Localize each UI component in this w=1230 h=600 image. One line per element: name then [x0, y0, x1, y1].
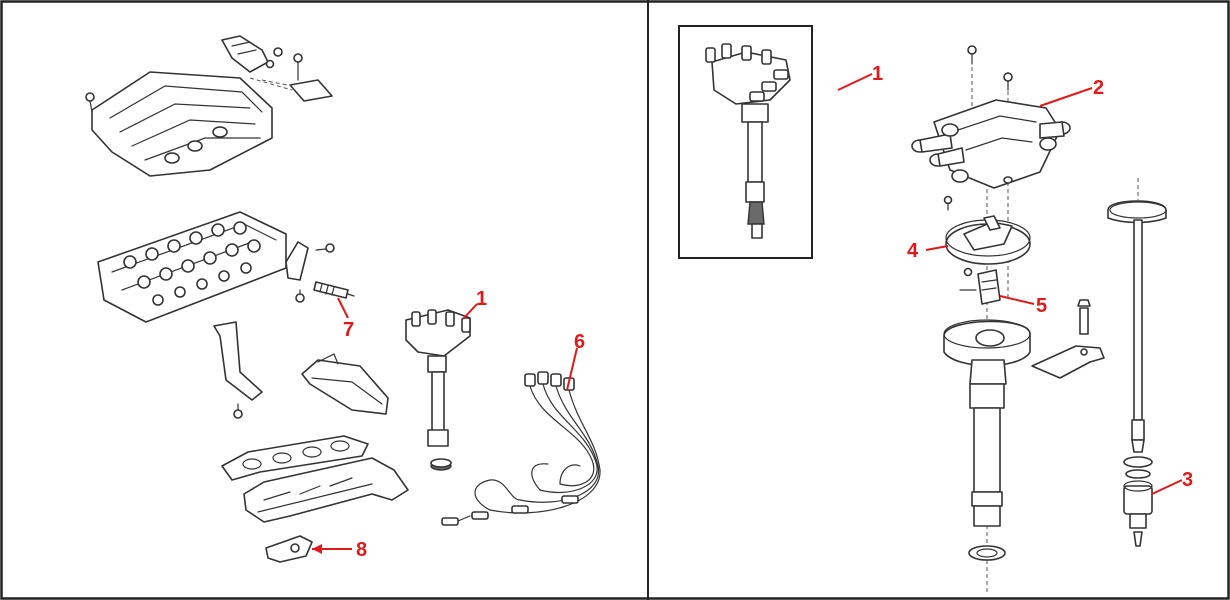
hold-down-clamp-illustration: [1031, 299, 1105, 379]
callout-left-1: 1: [476, 288, 487, 310]
cap-screws-illustration: [967, 45, 1013, 91]
callouts-left: 1 6 7 8: [312, 288, 585, 561]
exhaust-gasket-illustration: [221, 435, 369, 481]
callout-right-3: 3: [1182, 469, 1193, 491]
spark-plug-wires-illustration: [441, 371, 601, 526]
rotor-illustration-right: [945, 215, 1031, 277]
head-bracket-illustration: [285, 241, 335, 303]
cylinder-head-illustration: [97, 211, 287, 323]
ignition-module-illustration: [959, 269, 1001, 305]
distributor-cap-illustration: [911, 99, 1071, 189]
inset-frame: [678, 25, 813, 259]
spark-plug-illustration: [313, 281, 355, 299]
drive-gear-illustration: [1123, 456, 1153, 547]
distributor-assembly-inset: [705, 43, 791, 239]
callout-right-1: 1: [872, 63, 883, 85]
rotor-illustration-left: [265, 535, 313, 563]
callout-left-7: 7: [343, 319, 354, 341]
support-bracket-illustration: [213, 321, 263, 419]
distributor-housing-illustration: [943, 319, 1031, 561]
callout-left-8: 8: [356, 539, 367, 561]
heat-shield-illustration: [301, 353, 389, 415]
callout-right-4: 4: [907, 240, 919, 262]
callout-right-5: 5: [1036, 295, 1047, 317]
callouts-right: 1 2 3 4 5: [837, 63, 1193, 495]
callout-left-6: 6: [574, 331, 585, 353]
exhaust-manifold-illustration: [243, 457, 409, 523]
left-panel: 1 6 7 8: [85, 35, 601, 563]
small-screw-illustration: [943, 195, 953, 211]
intake-manifold-illustration: [85, 71, 293, 177]
top-bracket-illustration: [221, 35, 333, 102]
callout-right-2: 2: [1093, 77, 1104, 99]
shaft-illustration: [1107, 178, 1167, 453]
distributor-illustration-left: [405, 309, 471, 471]
right-panel: 1 2 3 4 5: [678, 25, 1193, 595]
